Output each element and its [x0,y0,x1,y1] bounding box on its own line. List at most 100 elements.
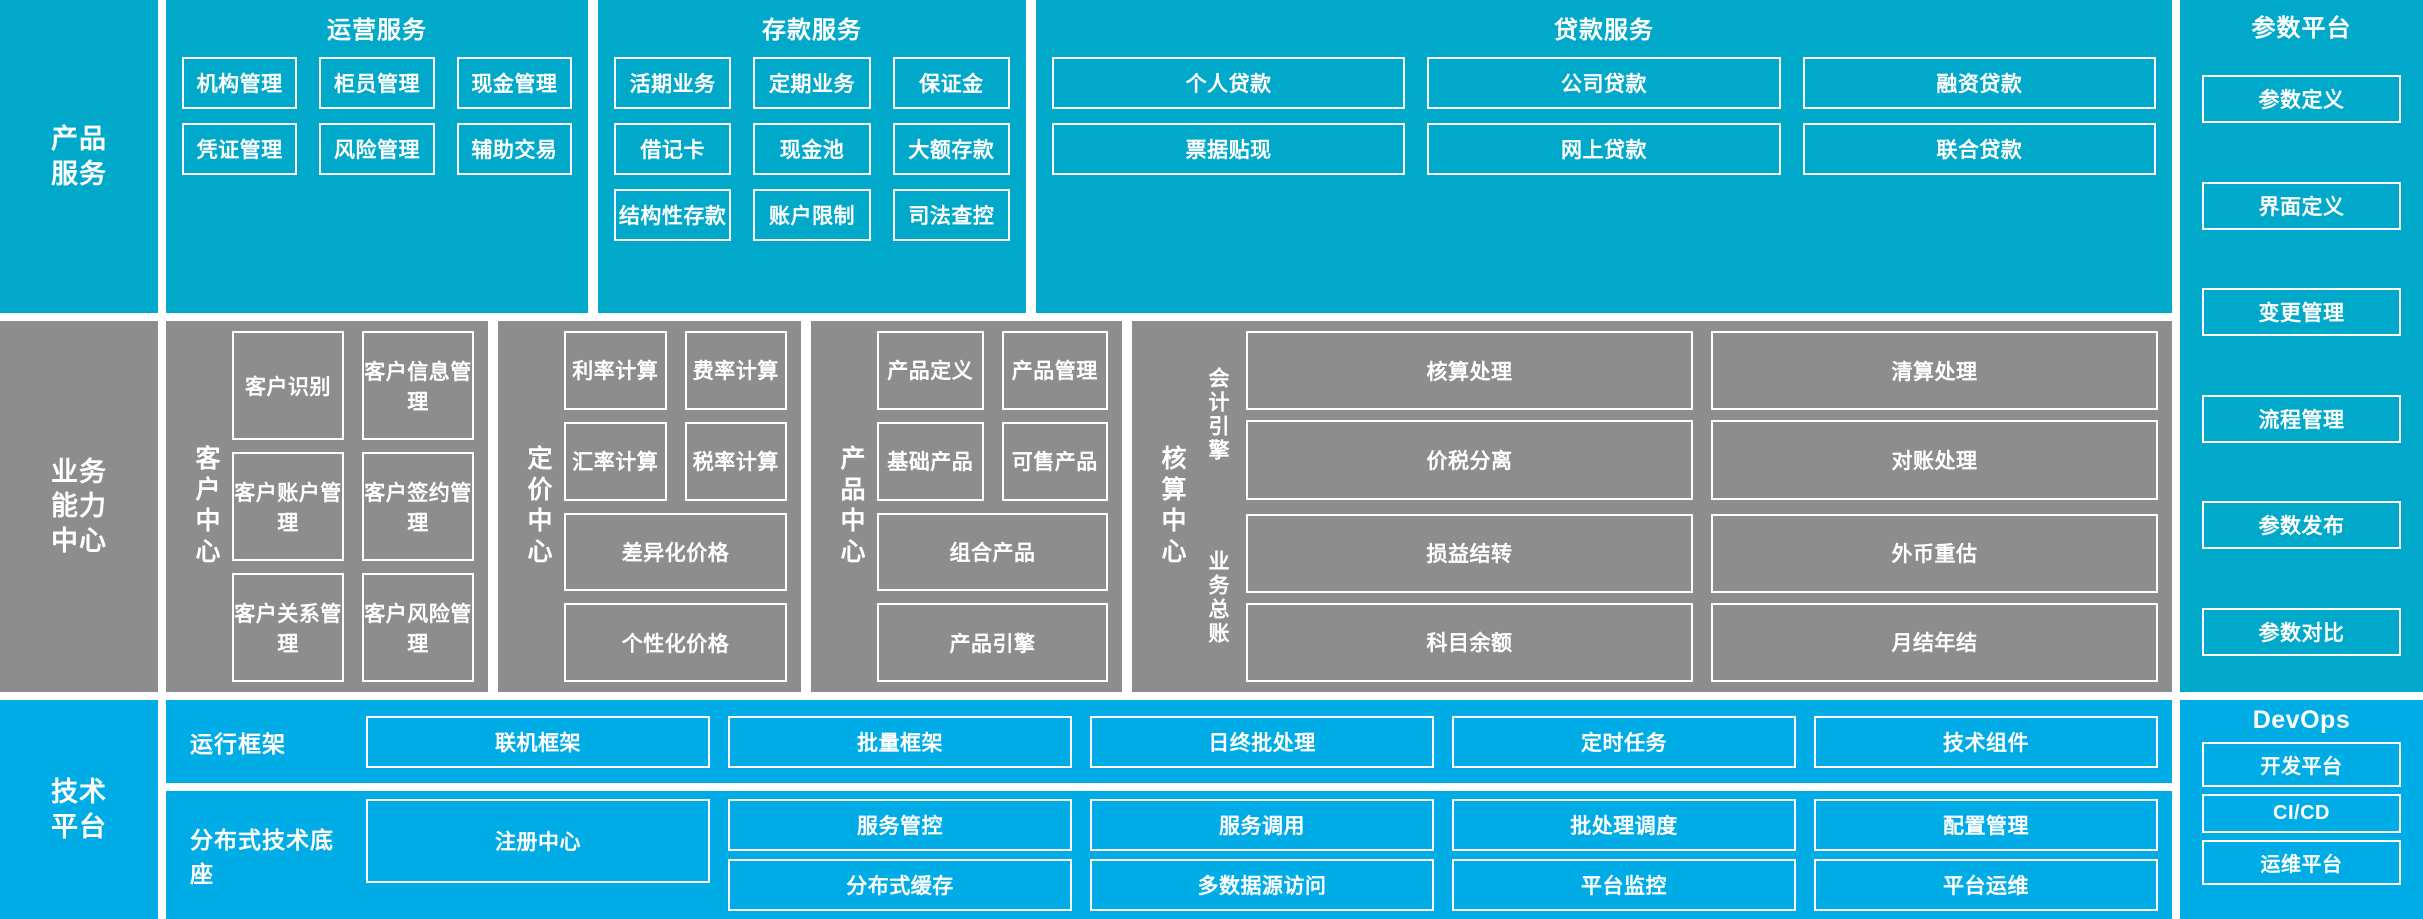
center-label-customer: 客户中心 [192,444,220,569]
tech-item-batch-framework: 批量框架 [728,715,1072,768]
tile-bill-discount[interactable]: 票据贴现 [1052,123,1406,175]
tile-cash-management[interactable]: 现金管理 [456,57,572,109]
tile-financing-loan[interactable]: 融资贷款 [1802,57,2156,109]
tile-platform-ops[interactable]: 平台运维 [1814,859,2158,911]
tile-product-management[interactable]: 产品管理 [1001,331,1108,410]
tile-risk-management[interactable]: 风险管理 [319,123,435,175]
center-accounting: 核算中心 会计引擎 核算处理 清算处理 价税分离 对账处理 业务总账 [1132,321,2172,692]
tile-exchange-rate-calc[interactable]: 汇率计算 [564,421,667,501]
tile-batch-framework[interactable]: 批量框架 [728,715,1072,768]
parameter-platform-title: 参数平台 [2251,15,2352,42]
tile-fee-rate-calc[interactable]: 费率计算 [684,331,787,410]
tile-interest-rate-calc[interactable]: 利率计算 [564,331,667,410]
tile-structured-deposit[interactable]: 结构性存款 [614,189,732,241]
tech-item-tech-components: 技术组件 [1814,715,2158,768]
tile-change-management[interactable]: 变更管理 [2202,288,2401,337]
tech-platform-rows: 运行框架 联机框架 批量框架 日终批处理 定时任务 技术组件 分布式技术底座 注… [166,700,2172,919]
tile-reconciliation[interactable]: 对账处理 [1711,420,2158,500]
parameter-platform-items: 参数定义 界面定义 变更管理 流程管理 参数发布 参数对比 [2202,49,2401,682]
tile-tax-rate-calc[interactable]: 税率计算 [684,421,787,501]
tile-dev-platform[interactable]: 开发平台 [2202,742,2401,787]
tile-tech-components[interactable]: 技术组件 [1814,715,2158,768]
tile-online-loan[interactable]: 网上贷款 [1427,123,1781,175]
tile-config-management[interactable]: 配置管理 [1814,799,2158,851]
tile-price-tax-separation[interactable]: 价税分离 [1246,420,1693,500]
tile-process-management[interactable]: 流程管理 [2202,394,2401,443]
tile-judicial-freeze[interactable]: 司法查控 [892,189,1010,241]
tile-customer-info-mgmt[interactable]: 客户信息管理 [362,331,474,440]
tech-row-label-runtime: 运行框架 [190,730,286,757]
tile-personal-loan[interactable]: 个人贷款 [1052,57,1406,109]
tile-bundle-product[interactable]: 组合产品 [877,512,1108,592]
tile-sellable-product[interactable]: 可售产品 [1001,421,1108,501]
tile-ops-platform[interactable]: 运维平台 [2202,840,2401,885]
loan-tile-grid: 个人贷款 公司贷款 融资贷款 票据贴现 网上贷款 联合贷款 [1052,57,2156,299]
tile-margin-deposit[interactable]: 保证金 [892,57,1010,109]
tile-voucher-management[interactable]: 凭证管理 [182,123,298,175]
tech-item-service-invocation: 服务调用 多数据源访问 [1090,799,1434,911]
tile-service-invocation[interactable]: 服务调用 [1090,799,1434,851]
product-service-groups: 运营服务 机构管理 柜员管理 现金管理 凭证管理 风险管理 辅助交易 存款服务 … [166,0,2172,313]
tile-demand-business[interactable]: 活期业务 [614,57,732,109]
subgroup-accounting-engine: 会计引擎 核算处理 清算处理 价税分离 对账处理 [1198,331,2158,500]
tech-row-label-distributed: 分布式技术底座 [190,827,334,887]
tile-time-business[interactable]: 定期业务 [753,57,871,109]
tile-param-compare[interactable]: 参数对比 [2202,607,2401,656]
tile-profit-loss-carryover[interactable]: 损益结转 [1246,513,1693,593]
tile-accounting-processing[interactable]: 核算处理 [1246,331,1693,411]
general-ledger-grid: 损益结转 外币重估 科目余额 月结年结 [1246,513,2158,682]
tile-distributed-cache[interactable]: 分布式缓存 [728,859,1072,911]
tile-month-year-close[interactable]: 月结年结 [1711,602,2158,682]
tile-customer-account-mgmt[interactable]: 客户账户管理 [232,452,344,561]
tile-account-restriction[interactable]: 账户限制 [753,189,871,241]
tile-eod-batch[interactable]: 日终批处理 [1090,715,1434,768]
tile-batch-schedule[interactable]: 批处理调度 [1452,799,1796,851]
tile-customer-relation-mgmt[interactable]: 客户关系管理 [232,573,344,682]
tile-customer-identification[interactable]: 客户识别 [232,331,344,440]
tile-service-governance[interactable]: 服务管控 [728,799,1072,851]
tile-auxiliary-trade[interactable]: 辅助交易 [456,123,572,175]
tile-ui-definition[interactable]: 界面定义 [2202,181,2401,230]
rail-tech-platform: 技术平台 [0,700,158,919]
operations-tile-grid: 机构管理 柜员管理 现金管理 凭证管理 风险管理 辅助交易 [182,57,572,299]
tile-joint-loan[interactable]: 联合贷款 [1802,123,2156,175]
group-title-deposit: 存款服务 [762,17,862,44]
band-product-service: 产品服务 运营服务 机构管理 柜员管理 现金管理 凭证管理 风险管理 辅助交易 … [0,0,2423,313]
center-label-pricing: 定价中心 [524,444,552,569]
tile-account-balance[interactable]: 科目余额 [1246,602,1693,682]
tile-product-engine[interactable]: 产品引擎 [877,603,1108,682]
tile-registry-center[interactable]: 注册中心 [366,799,710,883]
tile-param-release[interactable]: 参数发布 [2202,501,2401,550]
tile-scheduled-task[interactable]: 定时任务 [1452,715,1796,768]
accounting-subgroups: 会计引擎 核算处理 清算处理 价税分离 对账处理 业务总账 损益结转 外币重估 [1198,331,2158,682]
tech-item-config-mgmt: 配置管理 平台运维 [1814,799,2158,911]
tile-differential-price[interactable]: 差异化价格 [564,512,787,592]
group-loan-service: 贷款服务 个人贷款 公司贷款 融资贷款 票据贴现 网上贷款 联合贷款 [1036,0,2172,313]
tile-customer-risk-mgmt[interactable]: 客户风险管理 [362,573,474,682]
tile-large-deposit[interactable]: 大额存款 [892,123,1010,175]
tile-fx-revaluation[interactable]: 外币重估 [1711,513,2158,593]
tile-customer-contract-mgmt[interactable]: 客户签约管理 [362,452,474,561]
tech-row-runtime-framework: 运行框架 联机框架 批量框架 日终批处理 定时任务 技术组件 [166,700,2172,783]
tile-param-definition[interactable]: 参数定义 [2202,75,2401,124]
tile-corporate-loan[interactable]: 公司贷款 [1427,57,1781,109]
center-label-accounting: 核算中心 [1158,444,1186,569]
tile-settlement-processing[interactable]: 清算处理 [1711,331,2158,411]
tile-online-framework[interactable]: 联机框架 [366,715,710,768]
tile-base-product[interactable]: 基础产品 [877,421,984,501]
tile-personalized-price[interactable]: 个性化价格 [564,603,787,682]
tech-row-distributed-base: 分布式技术底座 注册中心 服务管控 分布式缓存 服务调用 多数据源访问 批处理调… [166,791,2172,919]
tile-cicd[interactable]: CI/CD [2202,794,2401,833]
tile-platform-monitor[interactable]: 平台监控 [1452,859,1796,911]
subgroup-label-accounting-engine: 会计引擎 [1206,367,1229,464]
rail-product-service: 产品服务 [0,0,158,313]
tile-teller-management[interactable]: 柜员管理 [319,57,435,109]
subgroup-general-ledger: 业务总账 损益结转 外币重估 科目余额 月结年结 [1198,513,2158,682]
tile-multi-datasource[interactable]: 多数据源访问 [1090,859,1434,911]
tile-cash-pool[interactable]: 现金池 [753,123,871,175]
devops-title: DevOps [2252,706,2351,734]
tile-product-definition[interactable]: 产品定义 [877,331,984,410]
tile-org-management[interactable]: 机构管理 [182,57,298,109]
tile-debit-card[interactable]: 借记卡 [614,123,732,175]
